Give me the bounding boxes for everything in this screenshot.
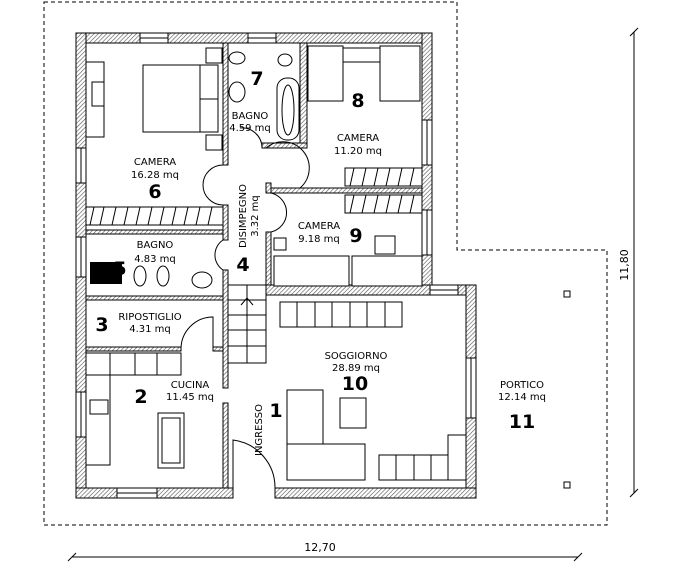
room-number: 2 [134,386,147,408]
windows [75,32,477,499]
doors [180,127,310,489]
height-dimension: 11,80 [618,27,639,498]
room-number: 1 [269,400,282,422]
room-name: PORTICO [500,380,544,391]
room-name: RIPOSTIGLIO [118,312,181,323]
furniture [85,45,571,489]
room-area: 3.32 mq [250,195,261,237]
room-name: BAGNO [137,240,174,251]
room-area: 9.18 mq [298,234,340,245]
room-number: 3 [95,314,108,336]
site-boundary [43,1,608,526]
room-portico: 11 PORTICO 12.14 mq [498,380,546,433]
room-name: INGRESSO [254,404,265,456]
room-number: 4 [236,254,249,276]
room-number: 9 [349,225,362,247]
room-area: 4.59 mq [229,123,271,134]
room-number: 11 [509,411,535,433]
room-bagno-7: 7 BAGNO 4.59 mq [229,68,271,134]
room-area: 28.89 mq [332,363,380,374]
staircase [227,284,267,364]
room-ingresso: 1 INGRESSO [254,400,283,456]
room-area: 4.31 mq [129,324,171,335]
room-camera-6: 6 CAMERA 16.28 mq [131,157,179,203]
room-area: 16.28 mq [131,170,179,181]
room-area: 4.83 mq [134,254,176,265]
room-soggiorno: 10 SOGGIORNO 28.89 mq [325,351,388,395]
room-number: 6 [148,181,161,203]
room-number: 10 [342,373,368,395]
room-camera-8: 8 CAMERA 11.20 mq [334,90,382,157]
room-name: BAGNO [232,111,269,122]
interior-walls [85,42,423,489]
room-name: DISIMPEGNO [238,184,249,248]
room-number: 5 [113,258,126,280]
room-cucina: 2 CUCINA 11.45 mq [134,380,214,408]
width-dimension: 12,70 [67,541,583,562]
room-name: CAMERA [134,157,176,168]
height-dimension-label: 11,80 [618,249,631,281]
room-area: 12.14 mq [498,392,546,403]
room-bagno-5: 5 BAGNO 4.83 mq [113,240,175,280]
room-name: CAMERA [298,221,340,232]
room-disimpegno: 4 DISIMPEGNO 3.32 mq [236,184,261,276]
room-area: 11.45 mq [166,392,214,403]
room-name: SOGGIORNO [325,351,388,362]
room-area: 11.20 mq [334,146,382,157]
room-ripostiglio: 3 RIPOSTIGLIO 4.31 mq [95,312,181,336]
room-camera-9: 9 CAMERA 9.18 mq [298,221,363,247]
room-name: CUCINA [171,380,210,391]
room-number: 7 [250,68,263,90]
room-number: 8 [351,90,364,112]
width-dimension-label: 12,70 [304,541,336,554]
room-name: CAMERA [337,133,379,144]
